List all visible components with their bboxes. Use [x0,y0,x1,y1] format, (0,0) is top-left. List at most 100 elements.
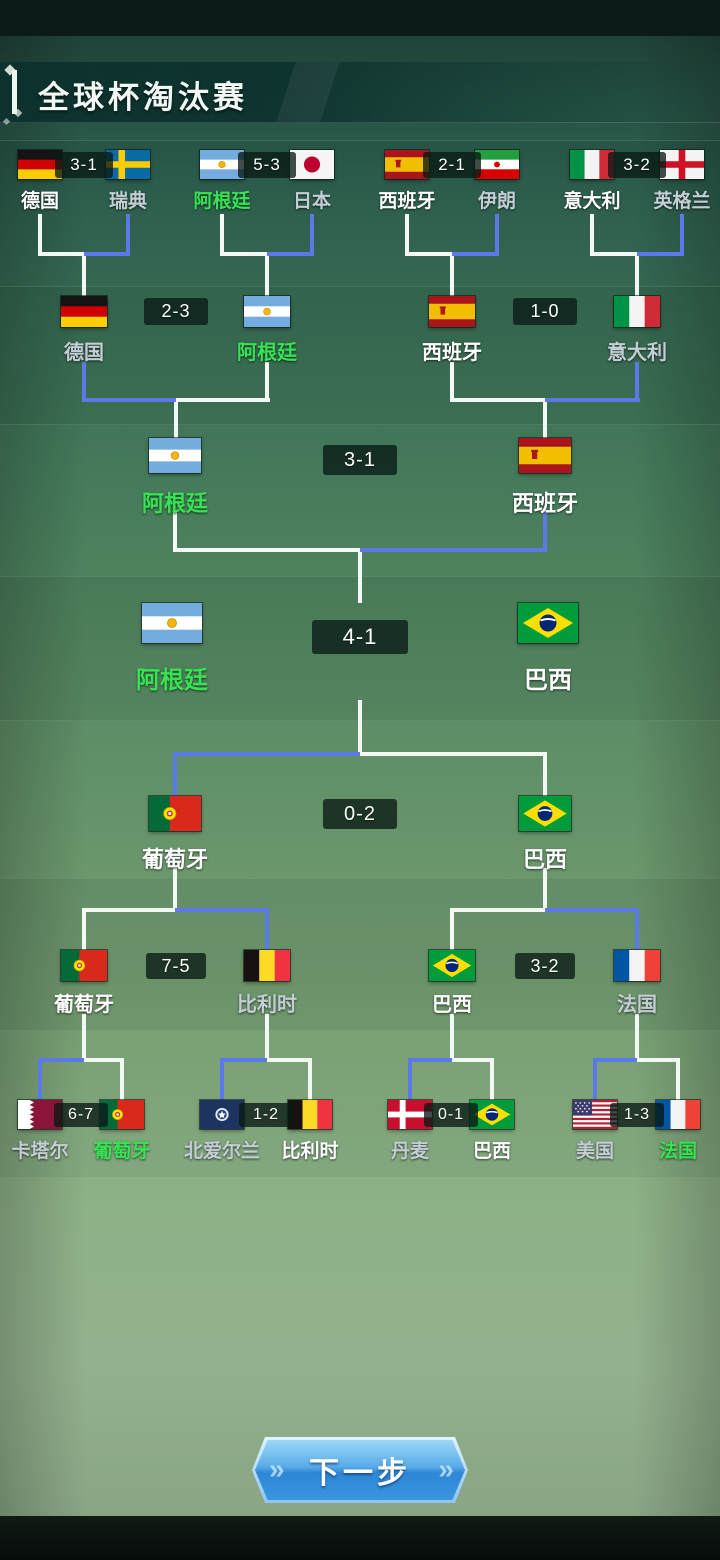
team-name: 阿根廷 [141,491,208,516]
bracket-line [173,756,177,796]
flag-spain [384,149,430,180]
team-name: 意大利 [607,342,667,364]
bracket-line [220,214,224,252]
bracket-line [38,252,84,256]
bracket-line [450,256,454,296]
flag-argentina [148,437,202,474]
bracket-line [450,908,545,912]
match-score: 0-2 [323,799,397,829]
header-banner: 全球杯淘汰赛 [0,62,720,123]
flag-argentina [199,149,245,180]
bracket-line [590,252,637,256]
bracket-line [495,214,499,252]
bracket-line [360,548,547,552]
bracket-line [265,256,269,296]
bracket-line [174,402,178,438]
match-score: 4-1 [312,620,408,654]
flag-belgium [287,1099,333,1130]
bracket-line [635,362,639,398]
bracket-line [173,868,177,908]
bracket-line [358,700,362,752]
header-accent-bar [12,70,17,114]
bracket-line [120,1062,124,1100]
flag-argentina [141,602,203,644]
bracket-line [220,252,267,256]
round-band [0,878,720,1031]
team-name: 德国 [64,342,104,364]
bracket-line [452,252,499,256]
bracket-line [265,912,269,950]
bracket-line [405,252,452,256]
bracket-line [450,362,454,398]
flag-sweden [105,149,151,180]
bracket-line [173,548,360,552]
flag-brazil [428,949,476,982]
bracket-line [450,398,545,402]
bracket-line [405,214,409,252]
match-score: 3-1 [323,445,397,475]
bracket-line [635,1014,639,1058]
flag-france [613,949,661,982]
flag-england [659,149,705,180]
flag-spain [518,437,572,474]
bracket-line [82,1014,86,1058]
bracket-line [543,512,547,548]
bracket-line [173,752,360,756]
bracket-line [543,402,547,438]
bracket-line [176,398,270,402]
next-step-button-face: » 下一步 » [255,1440,465,1500]
chevron-right-icon: » [269,1453,284,1485]
bracket-line [635,256,639,296]
team-name: 卡塔尔 [11,1141,69,1162]
bracket-line [126,214,130,252]
bracket-line [593,1062,597,1100]
bracket-line [310,214,314,252]
bracket-line [452,1058,494,1062]
team-name: 巴西 [432,994,472,1016]
header-slash-decoration [276,62,340,122]
bracket-line [637,252,684,256]
flag-italy [613,295,661,328]
bracket-line [358,552,362,603]
match-score: 2-1 [423,152,481,178]
bracket-line [635,912,639,950]
bracket-line [82,398,176,402]
bracket-line [545,908,639,912]
bracket-line [680,214,684,252]
flag-brazil [518,795,572,832]
team-name: 丹麦 [390,1141,429,1162]
team-name: 比利时 [237,994,297,1016]
match-score: 6-7 [54,1103,108,1127]
flag-spain [428,295,476,328]
team-name: 法国 [617,994,657,1016]
flag-germany [60,295,108,328]
next-step-button[interactable]: » 下一步 » [252,1437,468,1503]
match-score: 3-2 [608,152,666,178]
bracket-line [545,398,640,402]
flag-japan [289,149,335,180]
flag-belgium [243,949,291,982]
team-name: 意大利 [563,191,621,212]
team-name: 北爱尔兰 [183,1141,260,1162]
bracket-line [543,756,547,796]
flag-argentina [243,295,291,328]
chevron-right-icon: » [438,1453,453,1485]
team-name: 美国 [575,1141,614,1162]
bracket-line [267,1058,312,1062]
flag-usa [572,1099,618,1130]
team-name: 阿根廷 [136,667,208,694]
team-name: 比利时 [281,1141,339,1162]
bracket-line [220,1058,267,1062]
bracket-line [490,1062,494,1100]
bracket-line [593,1058,637,1062]
bracket-line [265,362,269,398]
match-score: 5-3 [238,152,296,178]
team-name: 阿根廷 [193,191,251,212]
bracket-line [84,252,130,256]
match-score: 3-2 [515,953,575,979]
team-name: 西班牙 [378,191,436,212]
match-score: 1-0 [513,298,577,325]
bracket-line [308,1062,312,1100]
bracket-line [82,256,86,296]
